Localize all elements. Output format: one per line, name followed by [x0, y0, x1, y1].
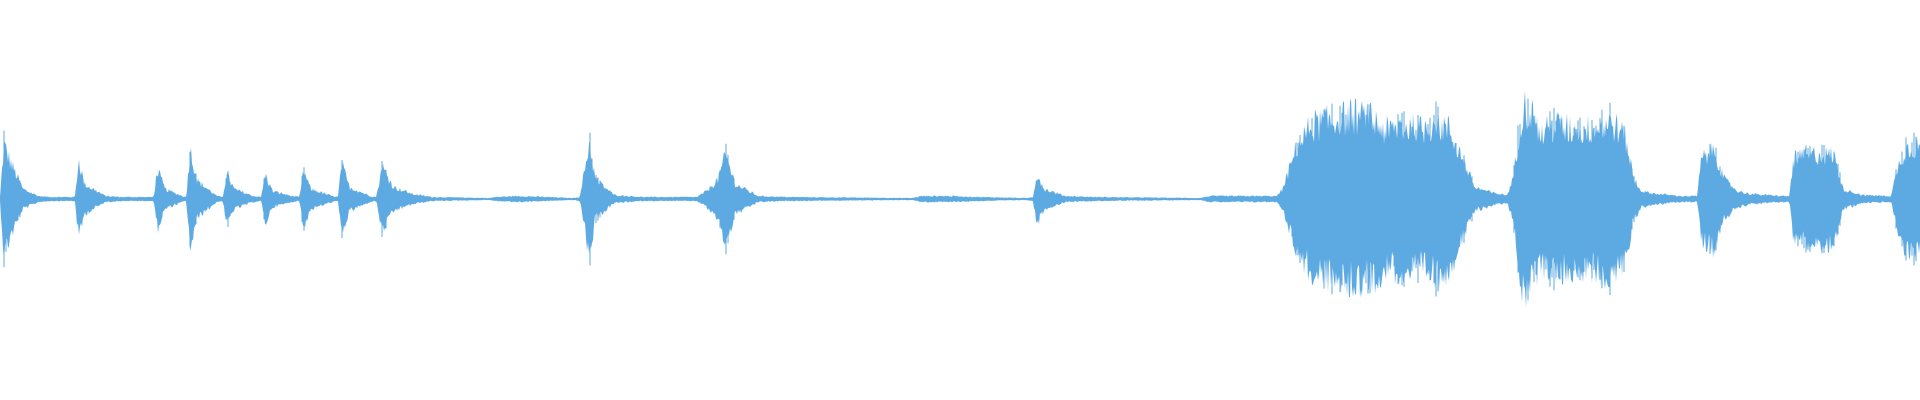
waveform-amplitude-fill — [0, 90, 1920, 308]
waveform-transient-spikes — [3, 98, 1917, 300]
